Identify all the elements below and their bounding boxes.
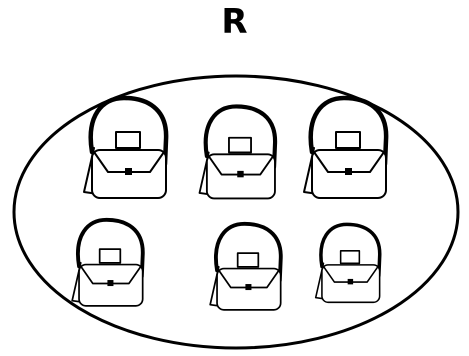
handbag-icon (84, 98, 166, 198)
set-elements (72, 98, 386, 310)
handbag-icon (304, 98, 386, 198)
handbag-icon (316, 224, 380, 302)
handbag-icon (210, 224, 281, 310)
handbag-icon (200, 106, 276, 198)
handbag-icon (72, 220, 143, 306)
